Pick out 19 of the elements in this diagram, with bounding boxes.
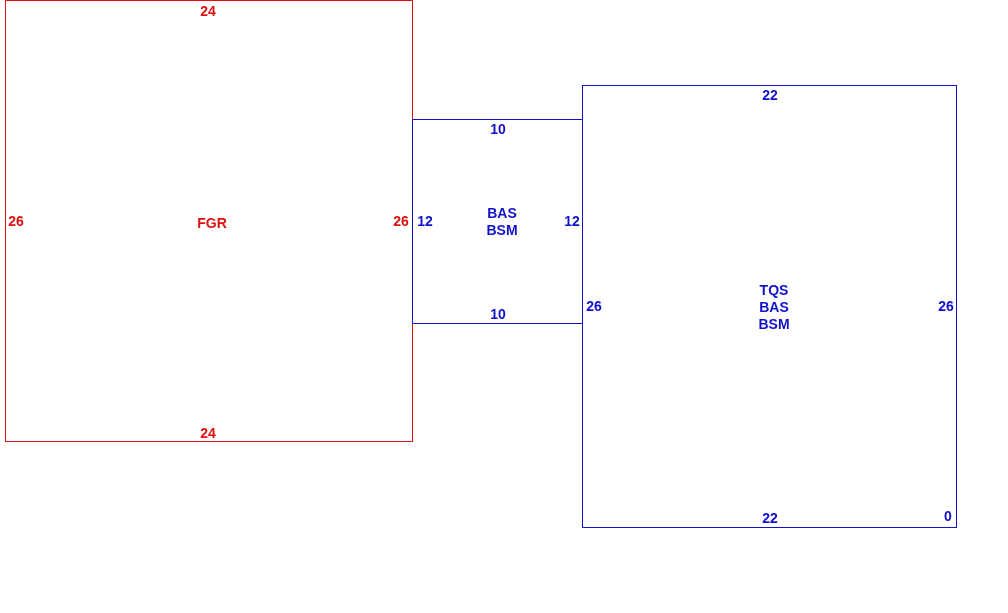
room-label: BAS BSM bbox=[485, 205, 519, 239]
dimension-label: 22 bbox=[762, 510, 778, 526]
dimension-label: 10 bbox=[490, 306, 506, 322]
dimension-label: 22 bbox=[762, 87, 778, 103]
dimension-label: 24 bbox=[200, 425, 216, 441]
room-outline bbox=[412, 119, 583, 324]
dimension-label: 10 bbox=[490, 121, 506, 137]
dimension-label: 26 bbox=[938, 298, 954, 314]
dimension-label: 26 bbox=[586, 298, 602, 314]
room-label: TQS BAS BSM bbox=[757, 281, 791, 333]
room-label: FGR bbox=[196, 214, 228, 232]
dimension-label: 24 bbox=[200, 3, 216, 19]
dimension-label: 12 bbox=[417, 213, 433, 229]
room-outline bbox=[582, 85, 957, 528]
dimension-label: 26 bbox=[393, 213, 409, 229]
dimension-label: 26 bbox=[8, 213, 24, 229]
dimension-label: 0 bbox=[944, 508, 952, 524]
room-outline bbox=[5, 0, 413, 442]
dimension-label: 12 bbox=[564, 213, 580, 229]
